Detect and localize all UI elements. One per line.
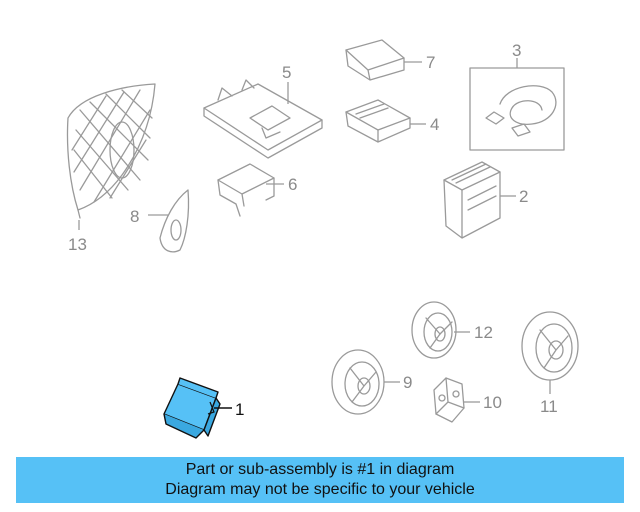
part-12-speaker[interactable] [411,301,457,359]
callout-6: 6 [288,175,297,194]
part-10-mount[interactable] [433,377,465,423]
callout-5: 5 [282,63,291,82]
part-9-speaker[interactable] [331,349,385,415]
callout-9: 9 [403,373,412,392]
part-2-control-module[interactable] [443,161,501,239]
part-11-speaker[interactable] [521,311,579,381]
callout-7: 7 [426,53,435,72]
part-3-harness[interactable] [469,67,565,151]
callout-12: 12 [474,323,493,342]
part-1-highlighted[interactable] [163,377,221,439]
part-6-bracket[interactable] [217,163,275,217]
part-13-grille[interactable] [66,83,156,219]
banner-line-2: Diagram may not be specific to your vehi… [165,481,475,498]
callout-4: 4 [430,115,439,134]
info-banner: Part or sub-assembly is #1 in diagram Di… [16,457,624,503]
callout-10: 10 [483,393,502,412]
callout-11: 11 [540,397,558,416]
callout-13: 13 [68,235,87,254]
callout-1: 1 [235,400,244,419]
banner-line-1: Part or sub-assembly is #1 in diagram [185,461,455,478]
part-7-module[interactable] [345,39,405,81]
part-4-amplifier[interactable] [345,99,411,143]
callout-3: 3 [512,41,521,60]
part-5-bracket[interactable] [203,79,323,159]
callout-8: 8 [130,207,139,226]
callout-2: 2 [519,187,528,206]
part-8-tweeter[interactable] [159,189,190,253]
